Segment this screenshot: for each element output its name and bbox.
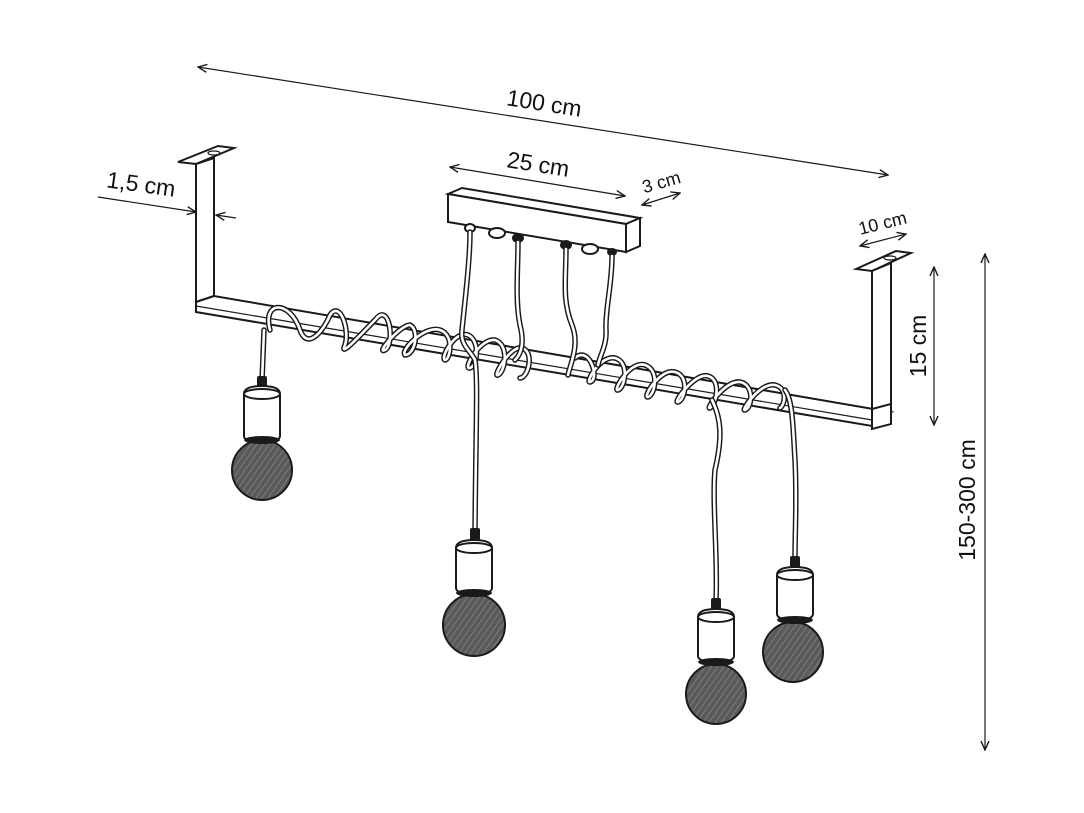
dimension-canopy-depth: 3 cm — [640, 167, 683, 205]
dimension-bracket-height: 15 cm — [905, 267, 934, 425]
bulb-icon — [231, 439, 293, 501]
horizontal-bar — [195, 294, 895, 431]
dimension-bar-thickness: 1,5 cm — [97, 166, 237, 218]
canopy-depth-label: 3 cm — [640, 167, 683, 197]
bar-thickness-label: 1,5 cm — [105, 166, 177, 201]
right-bracket — [852, 249, 915, 422]
canopy-length-label: 25 cm — [505, 146, 571, 181]
left-bracket — [177, 144, 238, 304]
wrapped-cords — [265, 304, 787, 413]
dimension-total-height: 150-300 cm — [954, 254, 985, 750]
lamp-4 — [762, 556, 824, 683]
bracket-width-label: 10 cm — [856, 208, 908, 239]
bulb-icon — [442, 593, 506, 657]
ceiling-canopy — [444, 186, 644, 256]
canopy-cords — [459, 229, 615, 533]
bulb-icon — [685, 663, 747, 725]
dimension-bracket-width: 10 cm — [856, 208, 909, 246]
lamp-2 — [442, 528, 506, 657]
lamp-1 — [231, 376, 293, 501]
bulb-icon — [762, 621, 824, 683]
lamp-3 — [685, 598, 747, 725]
pendant-cords — [259, 327, 799, 603]
total-length-label: 100 cm — [505, 84, 584, 121]
total-height-label: 150-300 cm — [954, 439, 980, 560]
dimension-canopy-length: 25 cm — [450, 146, 625, 196]
bracket-height-label: 15 cm — [905, 315, 931, 378]
